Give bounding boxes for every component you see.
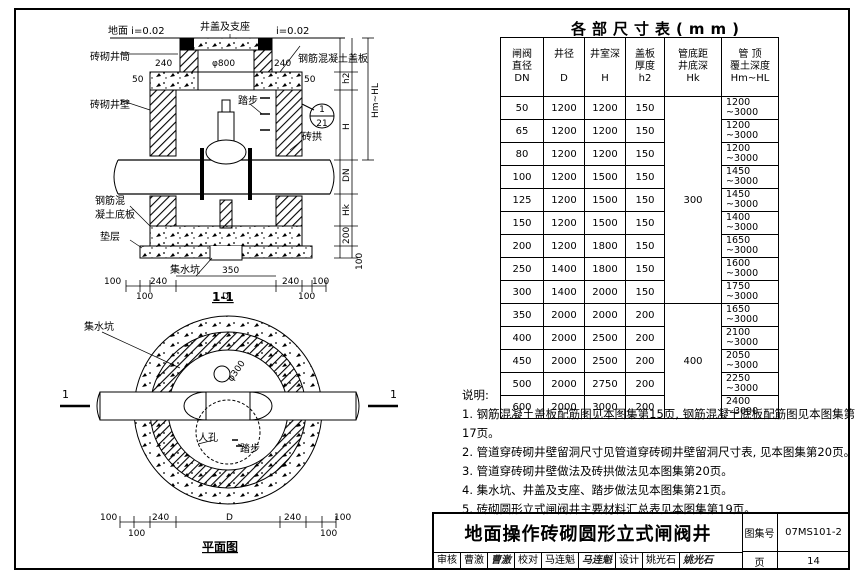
atlas-label: 图集号	[742, 514, 778, 552]
page-number: 14	[778, 552, 850, 570]
callout-bottom: 21	[316, 119, 327, 129]
section-view: 地面 i=0.02 井盖及支座 i=0.02 砖砌井筒 钢筋混凝土盖板 240 …	[90, 20, 381, 304]
dim-50-a: 50	[132, 75, 144, 85]
label-base-2: 凝土底板	[95, 208, 135, 221]
dim-100-b: 100	[136, 292, 153, 302]
dim-h2: h2	[342, 73, 352, 84]
plan-label-manhole: 人孔	[198, 432, 218, 444]
section-title: 1-1	[212, 290, 234, 304]
dim-100-a: 100	[104, 277, 121, 287]
drawing-title: 地面操作砖砌圆形立式闸阀井	[434, 514, 743, 553]
signature-row: 审核 曹激 曹激 校对 马连魁 马连魁 设计 姚光石 姚光石	[434, 552, 743, 570]
plan-sump	[213, 365, 231, 383]
design-signature: 姚光石	[683, 555, 713, 566]
label-chimney: 砖砌井筒	[90, 50, 130, 63]
note-item: 3. 管道穿砖砌井壁做法及砖拱做法见本图集第20页。	[462, 464, 733, 478]
dim-100-d: 100	[298, 292, 315, 302]
note-item: 2. 管道穿砖砌井壁留洞尺寸见管道穿砖砌井壁留洞尺寸表, 见本图集第20页。	[462, 445, 856, 459]
label-arch: 砖拱	[302, 130, 322, 143]
label-wall: 砖砌井壁	[90, 98, 130, 111]
sump-pit	[209, 246, 243, 261]
title-block: 地面操作砖砌圆形立式闸阀井 图集号 07MS101-2 审核 曹激 曹激 校对 …	[432, 512, 850, 570]
plan-dim-d: D	[226, 513, 233, 523]
plan-dim-100-c: 100	[320, 529, 337, 539]
wall-left-upper	[149, 89, 177, 157]
chimney-wall-left	[179, 49, 199, 73]
label-slab: 钢筋混凝土盖板	[298, 52, 368, 65]
pipe	[118, 159, 330, 195]
plan-dim-240-a: 240	[152, 513, 169, 523]
note-item: 4. 集水坑、井盖及支座、踏步做法见本图集第21页。	[462, 483, 733, 497]
table-title: 各部尺寸表(mm)	[571, 20, 745, 38]
plan-label-step: 踏步	[240, 442, 260, 455]
dim-100-right: 100	[355, 253, 365, 270]
wall-right-upper	[275, 89, 303, 157]
dim-200: 200	[342, 227, 352, 244]
plan-manhole	[195, 399, 261, 465]
label-ground: 地面 i=0.02	[108, 24, 165, 37]
notes: 说明: 1. 钢筋混凝土盖板配筋图见本图集第15页, 钢筋混凝土底板配筋图见本图…	[462, 386, 862, 519]
label-cushion: 垫层	[100, 230, 120, 243]
wall-left-lower	[149, 195, 177, 227]
hk-cell-1: 300	[664, 96, 722, 304]
chimney-wall-right	[253, 49, 273, 73]
dim-d: D	[222, 292, 229, 302]
valve-body	[205, 139, 247, 165]
plan-title: 平面图	[202, 540, 238, 554]
dim-240-b: 240	[274, 59, 291, 69]
dim-50-b: 50	[304, 75, 316, 85]
note-item: 1. 钢筋混凝土盖板配筋图见本图集第15页, 钢筋混凝土底板配筋图见本图集第17…	[462, 407, 856, 440]
label-sump: 集水坑	[170, 263, 200, 276]
plan-pipe	[99, 391, 357, 421]
dim-350: 350	[222, 266, 239, 276]
notes-heading: 说明:	[462, 388, 489, 402]
callout-top: 1	[319, 105, 325, 115]
dim-100-c: 100	[312, 277, 329, 287]
plan-cut-right: 1	[390, 388, 397, 401]
plan-view: 集水坑 人孔 踏步 φ300 1 1 100 100 240 240 100 1…	[60, 315, 398, 554]
plan-dim-100-b: 100	[128, 529, 145, 539]
dim-hk: Hk	[342, 203, 352, 216]
label-slope-right: i=0.02	[276, 26, 309, 37]
atlas-number: 07MS101-2	[778, 514, 850, 552]
plan-dim-240-b: 240	[284, 513, 301, 523]
wall-right-lower	[275, 195, 303, 227]
dim-hm: Hm~HL	[371, 83, 381, 118]
dim-240-c: 240	[150, 277, 167, 287]
dim-240-a: 240	[155, 59, 172, 69]
check-signature: 马连魁	[579, 552, 616, 570]
base-slab	[149, 225, 303, 247]
plan-label-sump: 集水坑	[84, 320, 114, 333]
plan-dim-100-d: 100	[334, 513, 351, 523]
dim-phi800: φ800	[212, 59, 235, 69]
plan-cut-left: 1	[62, 388, 69, 401]
plan-dim-100-a: 100	[100, 513, 117, 523]
dim-240-d: 240	[282, 277, 299, 287]
page-label: 页	[742, 552, 778, 570]
plan-valve	[183, 391, 273, 421]
dim-h: H	[342, 123, 352, 130]
label-step: 踏步	[238, 94, 258, 107]
dim-dn: DN	[342, 168, 352, 182]
label-base-1: 钢筋混	[95, 194, 125, 207]
hk-cell-2: 400	[664, 303, 722, 419]
label-cover: 井盖及支座	[200, 20, 250, 33]
review-signature: 曹激	[488, 552, 515, 570]
